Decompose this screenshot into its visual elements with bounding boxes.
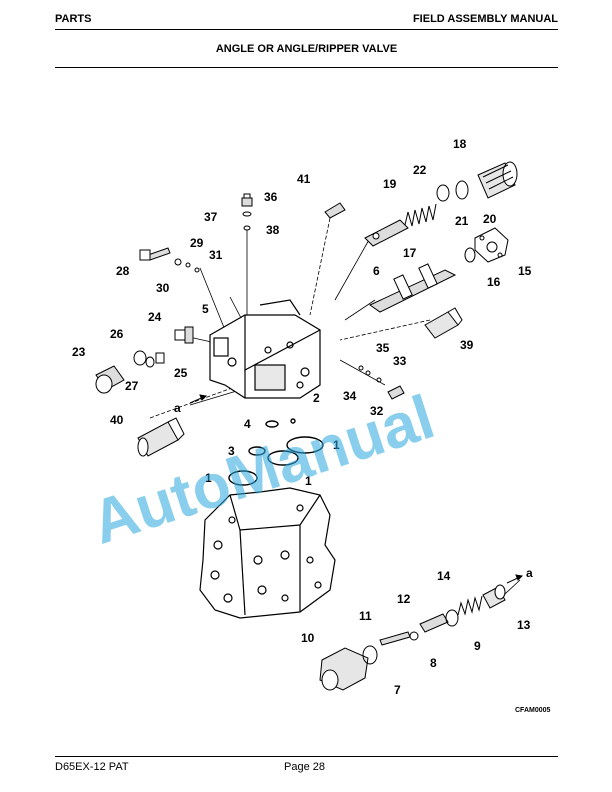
spool-17 [364, 219, 409, 247]
callout-20: 20 [483, 212, 497, 226]
callout-16: 16 [487, 275, 501, 289]
callout-24: 24 [148, 310, 162, 324]
header-manual-title: FIELD ASSEMBLY MANUAL [412, 13, 558, 25]
callout-39: 39 [460, 338, 474, 352]
callout-18: 18 [453, 137, 467, 151]
page-title: ANGLE OR ANGLE/RIPPER VALVE [215, 43, 398, 55]
fitting-41 [324, 202, 346, 219]
callout-25: 25 [174, 366, 188, 380]
washer-8 [409, 631, 419, 641]
bolt-11 [379, 631, 411, 646]
screw-28 [139, 247, 171, 261]
callout-9: 9 [474, 639, 481, 653]
callout-2: 2 [313, 391, 320, 405]
ring-31 [194, 267, 200, 273]
callout-13: 13 [517, 618, 531, 632]
ring-22 [436, 184, 450, 202]
footer-page-number: Page 28 [284, 761, 325, 773]
callout-21: 21 [455, 214, 469, 228]
ring-38 [243, 225, 251, 231]
ring-37 [242, 211, 252, 217]
callout-1-a: 1 [333, 438, 340, 452]
cap-18 [477, 161, 518, 199]
cap-13 [482, 584, 506, 609]
flange-15 [474, 227, 509, 263]
callout-36: 36 [264, 190, 278, 204]
reference-label-a-upper: a [174, 401, 181, 415]
callout-28: 28 [116, 264, 130, 278]
title-rule [55, 67, 558, 68]
spool-6 [369, 263, 457, 313]
callout-30: 30 [156, 281, 170, 295]
callout-14: 14 [437, 569, 451, 583]
callout-31: 31 [209, 248, 223, 262]
callout-29: 29 [190, 236, 204, 250]
ring-26 [133, 350, 147, 366]
ring-21 [455, 180, 469, 200]
callout-4: 4 [244, 417, 251, 431]
callout-19: 19 [383, 177, 397, 191]
callout-35: 35 [376, 341, 390, 355]
callout-37: 37 [204, 210, 218, 224]
ring-33 [376, 377, 382, 383]
header-rule [55, 29, 558, 30]
callout-17: 17 [403, 246, 417, 260]
valve-39 [424, 307, 463, 339]
callout-5: 5 [202, 302, 209, 316]
fitting-24 [174, 326, 194, 344]
ring-16 [464, 247, 476, 263]
plug-32 [387, 385, 405, 400]
o-ring-1-set [228, 418, 324, 486]
callout-41: 41 [297, 172, 311, 186]
callout-3: 3 [228, 444, 235, 458]
callout-27: 27 [125, 379, 139, 393]
callout-38: 38 [266, 223, 280, 237]
callout-26: 26 [110, 327, 124, 341]
callout-34: 34 [343, 389, 357, 403]
callout-32: 32 [370, 404, 384, 418]
ring-27 [145, 356, 155, 368]
housing-10 [319, 647, 369, 691]
callout-15: 15 [518, 264, 532, 278]
callout-10: 10 [301, 631, 315, 645]
footer-model: D65EX-12 PAT [55, 761, 129, 773]
valve-body [209, 299, 321, 399]
callout-23: 23 [72, 345, 86, 359]
ring-9 [445, 609, 459, 627]
figure-code: CFAM0005 [515, 707, 551, 714]
o-ring-7 [362, 645, 378, 665]
lower-housing [199, 487, 336, 619]
callout-22: 22 [413, 163, 427, 177]
ring-30 [174, 258, 182, 266]
piston-12 [419, 613, 449, 633]
valve-40 [137, 417, 185, 457]
callout-8: 8 [430, 656, 437, 670]
plug-23 [95, 365, 125, 394]
callout-40: 40 [110, 413, 124, 427]
callout-11: 11 [359, 609, 372, 623]
callout-1-c: 1 [205, 471, 212, 485]
header-section-label: PARTS [55, 13, 92, 25]
spring-19 [404, 203, 437, 227]
callout-7: 7 [394, 683, 401, 697]
reference-arrow-a [189, 394, 524, 584]
ring-29 [185, 262, 191, 268]
spring-14 [457, 595, 483, 616]
callout-1-b: 1 [305, 474, 312, 488]
reference-label-a-lower: a [526, 566, 533, 580]
plug-25 [155, 352, 165, 364]
callout-12: 12 [397, 592, 411, 606]
callout-6: 6 [373, 264, 380, 278]
footer-rule [55, 756, 558, 757]
ring-34 [365, 370, 371, 376]
ring-35 [358, 365, 364, 371]
callout-33: 33 [393, 354, 407, 368]
plug-36 [241, 193, 253, 207]
